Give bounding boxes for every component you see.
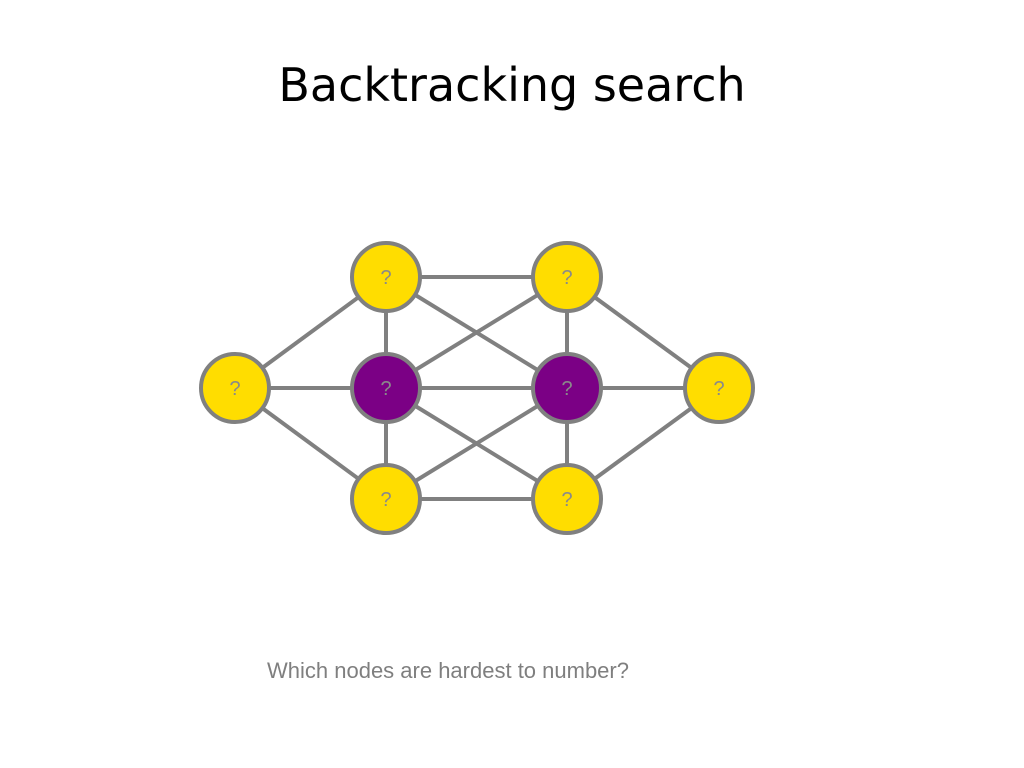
node-label: ? [561, 489, 572, 511]
nodes-layer: ???????? [199, 241, 755, 535]
node-circle [531, 352, 603, 424]
graph-node-t2: ? [531, 241, 603, 313]
node-circle [531, 463, 603, 535]
graph-node-l: ? [199, 352, 271, 424]
graph-node-m1: ? [350, 352, 422, 424]
node-label: ? [713, 378, 724, 400]
node-circle [199, 352, 271, 424]
node-label: ? [380, 489, 391, 511]
node-circle [683, 352, 755, 424]
node-circle [531, 241, 603, 313]
node-label: ? [561, 267, 572, 289]
edges-layer [233, 275, 721, 501]
slide-caption: Which nodes are hardest to number? [267, 658, 629, 683]
node-circle [350, 352, 422, 424]
graph-node-r: ? [683, 352, 755, 424]
node-label: ? [380, 267, 391, 289]
node-circle [350, 463, 422, 535]
node-label: ? [229, 378, 240, 400]
node-label: ? [561, 378, 572, 400]
node-label: ? [380, 378, 391, 400]
graph-node-t1: ? [350, 241, 422, 313]
node-circle [350, 241, 422, 313]
graph-node-m2: ? [531, 352, 603, 424]
graph-node-b1: ? [350, 463, 422, 535]
slide-title: Backtracking search [278, 58, 746, 112]
graph-node-b2: ? [531, 463, 603, 535]
